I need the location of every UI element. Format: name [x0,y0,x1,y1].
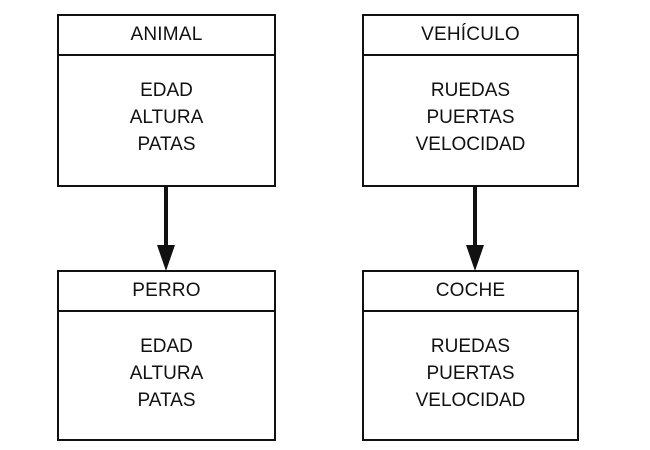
class-title-perro: PERRO [59,272,274,312]
attribute-altura: ALTURA [129,107,204,128]
attribute-puertas: PUERTAS [426,363,515,384]
inheritance-arrow-animal-perro [157,187,175,271]
attribute-patas: PATAS [137,134,196,155]
class-title-vehiculo: VEHÍCULO [364,16,577,56]
attribute-patas: PATAS [137,390,196,411]
attribute-edad: EDAD [140,336,193,357]
class-box-vehiculo: VEHÍCULO RUEDAS PUERTAS VELOCIDAD [362,14,579,187]
attribute-velocidad: VELOCIDAD [415,134,526,155]
attribute-velocidad: VELOCIDAD [415,390,526,411]
class-title-animal: ANIMAL [59,16,274,56]
attribute-edad: EDAD [140,80,193,101]
class-attributes-coche: RUEDAS PUERTAS VELOCIDAD [364,312,577,414]
arrow-head [466,245,484,271]
attribute-puertas: PUERTAS [426,107,515,128]
inheritance-arrow-vehiculo-coche [466,187,484,271]
class-box-coche: COCHE RUEDAS PUERTAS VELOCIDAD [362,270,579,441]
class-box-animal: ANIMAL EDAD ALTURA PATAS [57,14,276,187]
class-box-perro: PERRO EDAD ALTURA PATAS [57,270,276,441]
attribute-ruedas: RUEDAS [430,336,511,357]
class-attributes-perro: EDAD ALTURA PATAS [59,312,274,414]
attribute-altura: ALTURA [129,363,204,384]
attribute-ruedas: RUEDAS [430,80,511,101]
class-attributes-animal: EDAD ALTURA PATAS [59,56,274,158]
arrow-head [157,245,175,271]
class-attributes-vehiculo: RUEDAS PUERTAS VELOCIDAD [364,56,577,158]
class-title-coche: COCHE [364,272,577,312]
